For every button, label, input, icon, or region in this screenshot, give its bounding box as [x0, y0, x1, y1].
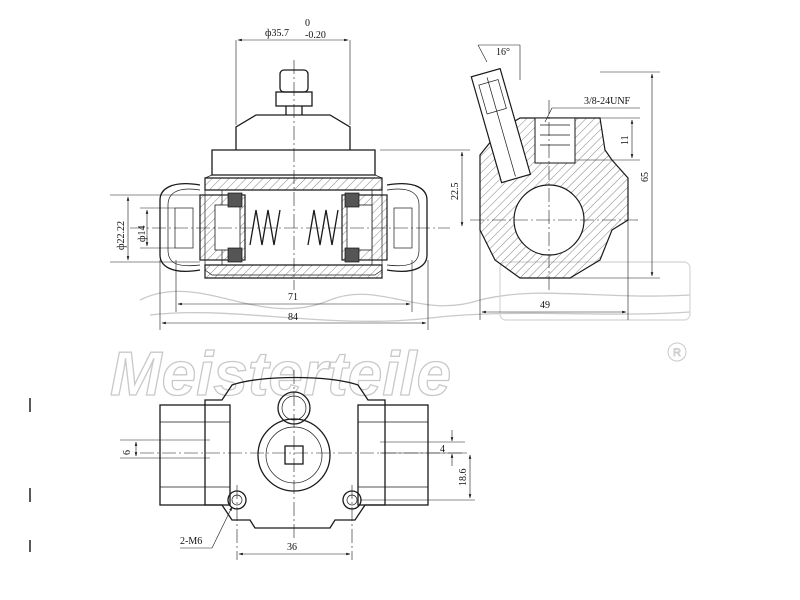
dim-bore-tol-upper: 0: [305, 18, 310, 29]
watermark-logo: Meisterteile R: [109, 261, 691, 410]
dim-bore-tol-lower: -0.20: [305, 30, 326, 41]
dim-piston-dia-outer: ф22.22: [116, 221, 127, 250]
dim-overall-length: 84: [288, 312, 298, 323]
dim-flange-offset-right: 4: [440, 444, 445, 455]
dim-half-height: 22.5: [450, 183, 461, 201]
bottom-view: 6 4 18.6 2-M6 36: [120, 370, 475, 560]
dim-bore-diameter: ф35.7: [265, 28, 289, 39]
dim-flange-offset-left: 6: [122, 450, 133, 455]
dim-thread-depth: 11: [620, 135, 631, 145]
watermark-brand: Meisterteile: [110, 340, 451, 409]
dim-flange-height: 18.6: [458, 469, 469, 487]
side-section-view: 16° 3/8-24UNF 11 65 49: [470, 44, 660, 320]
dim-bolt-spec: 2-M6: [180, 536, 202, 547]
dim-thread-spec: 3/8-24UNF: [584, 96, 631, 107]
dim-side-width: 49: [540, 300, 550, 311]
dim-bolt-spacing: 36: [287, 542, 297, 553]
dim-angle: 16°: [496, 47, 510, 58]
dim-piston-dia-inner: ф14: [137, 226, 148, 242]
front-section-view: ф35.7 0 -0.20 ф22.22 ф14 22.5 71 84: [110, 18, 470, 330]
watermark-registered: R: [673, 347, 681, 359]
dim-side-height: 65: [640, 172, 651, 182]
dim-body-length: 71: [288, 292, 298, 303]
